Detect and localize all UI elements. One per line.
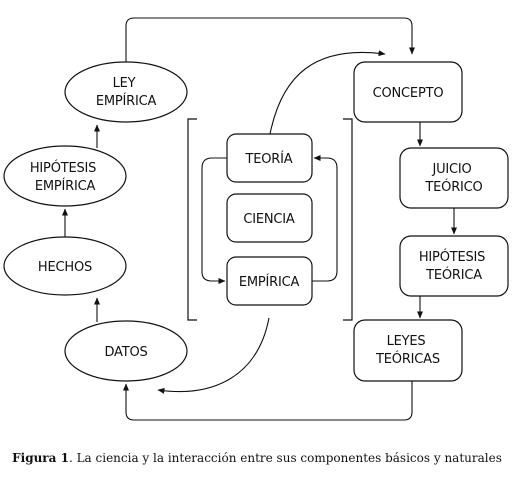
ley-empirica-node (64, 61, 188, 123)
leyes-teoricas-label: LEYES TEÓRICAS (375, 334, 440, 367)
ciencia-node (226, 193, 313, 243)
datos-label: DATOS (104, 345, 147, 360)
arrow-empirica-datos (157, 317, 270, 394)
leyes-teoricas-node (353, 319, 463, 382)
left-bracket (187, 118, 197, 321)
hipotesis-empirica-label: HIPÓTESIS EMPÍRICA (30, 160, 100, 194)
datos-node (64, 320, 188, 382)
caption-label: Figura 1 (12, 451, 69, 465)
empirica-label: EMPÍRICA (239, 274, 300, 290)
juicio-teorico-label: JUICIO TEÓRICO (424, 162, 482, 195)
juicio-teorico-node (399, 147, 509, 209)
concepto-node (353, 61, 463, 123)
caption-text: . La ciencia y la interacción entre sus … (68, 451, 502, 465)
ciencia-label: CIENCIA (243, 212, 295, 227)
figure-caption: Figura 1. La ciencia y la interacción en… (0, 451, 514, 465)
hipotesis-teorica-node (399, 235, 509, 297)
arrow-teoria-empirica (201, 157, 227, 284)
arrow-teoria-concepto (269, 50, 386, 135)
arrow-empirica-teoria (312, 155, 338, 282)
right-bracket (343, 118, 353, 321)
hechos-label: HECHOS (38, 260, 92, 275)
hipotesis-teorica-label: HIPÓTESIS TEÓRICA (419, 249, 489, 283)
hipotesis-empirica-node (3, 145, 127, 207)
teoria-label: TEORÍA (245, 151, 293, 167)
arrow-leyes-datos (123, 381, 413, 421)
arrow-ley-concepto (125, 17, 415, 62)
ley-empirica-label: LEY EMPÍRICA (96, 76, 157, 109)
concepto-label: CONCEPTO (373, 86, 444, 101)
